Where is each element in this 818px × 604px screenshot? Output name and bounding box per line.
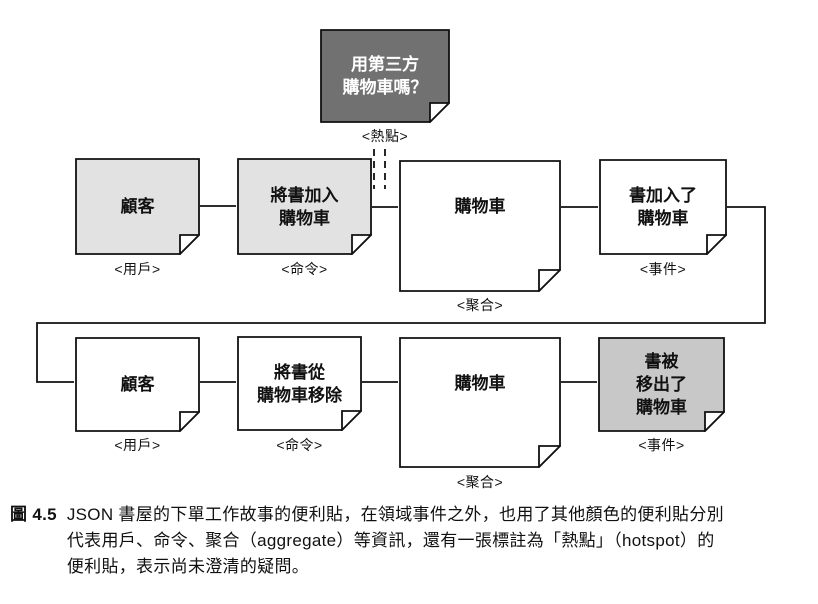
sticky-note-aggregate-row1: 購物車 <box>399 160 561 292</box>
sticky-note-customer-row1: 顧客 <box>75 158 200 255</box>
sticky-note-event-row2: 書被 移出了 購物車 <box>598 337 725 432</box>
tag-aggregate-row2: <聚合> <box>456 474 504 490</box>
sticky-note-hotspot: 用第三方 購物車嗎？ <box>320 29 450 123</box>
sticky-note-shape <box>399 337 561 468</box>
sticky-note-shape <box>237 158 372 255</box>
arrow-event1-wrap-to-customer2 <box>36 206 766 383</box>
tag-hotspot: <熱點> <box>361 128 409 144</box>
sticky-note-command-row1: 將書加入 購物車 <box>237 158 372 255</box>
sticky-note-event-row1: 書加入了 購物車 <box>599 159 727 255</box>
sticky-note-shape <box>598 337 725 432</box>
sticky-note-shape <box>75 337 200 432</box>
caption-line-2: 代表用戶、命令、聚合（aggregate）等資訊，還有一張標註為「熱點」（hot… <box>66 531 715 550</box>
tag-command-row2: <命令> <box>276 437 323 453</box>
caption-line-3: 便利貼，表示尚未澄清的疑問。 <box>66 557 310 576</box>
sticky-note-shape <box>399 160 561 292</box>
sticky-note-shape <box>237 336 362 431</box>
sticky-note-aggregate-row2: 購物車 <box>399 337 561 468</box>
tag-user-row1: <用戶> <box>114 261 161 277</box>
tag-user-row2: <用戶> <box>114 437 161 453</box>
sticky-note-shape <box>599 159 727 255</box>
tag-event-row1: <事件> <box>639 261 687 277</box>
tag-aggregate-row1: <聚合> <box>456 297 504 313</box>
sticky-note-shape <box>75 158 200 255</box>
sticky-note-shape <box>320 29 450 123</box>
figure-caption: 圖 4.5 JSON 書屋的下單工作故事的便利貼，在領域事件之外，也用了其他顏色… <box>10 502 810 580</box>
figure-caption-text: JSON 書屋的下單工作故事的便利貼，在領域事件之外，也用了其他顏色的便利貼分別… <box>67 502 724 580</box>
figure-caption-label: 圖 4.5 <box>10 505 57 524</box>
caption-line-1: JSON 書屋的下單工作故事的便利貼，在領域事件之外，也用了其他顏色的便利貼分別 <box>66 505 724 524</box>
tag-command-row1: <命令> <box>281 261 328 277</box>
tag-event-row2: <事件> <box>638 437 685 453</box>
sticky-note-command-row2: 將書從 購物車移除 <box>237 336 362 431</box>
sticky-note-customer-row2: 顧客 <box>75 337 200 432</box>
